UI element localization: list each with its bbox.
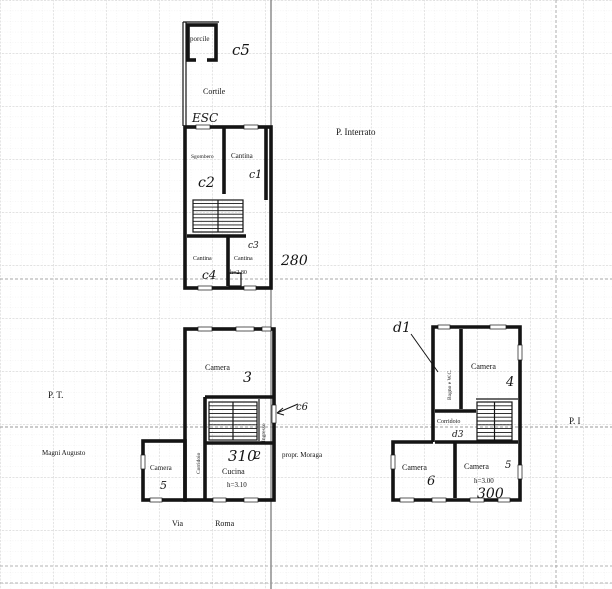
mark-cucina-2: 2 (253, 449, 261, 462)
first-floor-plan: d1 Bagno e W.C. Camera 4 Corridoio d3 Ca… (390, 320, 581, 503)
floor-title-ground: P. T. (48, 390, 63, 400)
label-cortile: Cortile (203, 87, 226, 96)
mark-camera-4: 4 (505, 375, 514, 390)
mark-d1: d1 (393, 320, 411, 336)
window (431, 497, 447, 503)
ground-floor-stairs (208, 401, 258, 441)
door (271, 404, 277, 424)
label-height-first: h=3.00 (474, 477, 494, 485)
label-cucina: Cucina (222, 467, 245, 476)
floor-title-first: P. I (569, 416, 581, 426)
label-neighbor-right: propr. Moraga (282, 451, 323, 459)
first-floor-stairs (476, 401, 513, 441)
window (261, 326, 272, 332)
basement-stairs (192, 199, 244, 233)
label-camera-annex: Camera (150, 464, 173, 472)
label-camera-6: Camera (402, 463, 427, 472)
window (140, 454, 146, 470)
annotation-arrow (410, 333, 439, 373)
window (235, 326, 255, 332)
label-street: Via Roma (172, 519, 235, 528)
ground-floor-plan: P. T. Camera 3 Ingresso c6 Corridoio Mag… (42, 326, 323, 528)
label-height-basement: h=2.80 (230, 270, 247, 276)
window (469, 497, 485, 503)
window (517, 464, 523, 480)
mark-d3: d3 (452, 430, 464, 440)
annotation-arrow (276, 403, 299, 416)
label-camera-main: Camera (205, 363, 230, 372)
label-camera-4: Camera (471, 362, 496, 371)
label-ingresso: Ingresso (261, 423, 267, 442)
window (399, 497, 415, 503)
label-porcile: porcile (190, 35, 209, 43)
label-corridoio-ground: Corridoio (196, 452, 202, 474)
annex-walls (141, 439, 187, 502)
mark-c1: c1 (249, 168, 262, 181)
mark-esc: ESC (191, 111, 218, 125)
mark-c6: c6 (296, 402, 309, 413)
window (212, 497, 227, 503)
mark-dim-280: 280 (280, 253, 308, 269)
first-outer-walls (391, 325, 522, 502)
closet (228, 272, 242, 287)
window (243, 497, 259, 503)
window (197, 326, 213, 332)
window (149, 497, 163, 503)
mark-c5: c5 (232, 41, 250, 59)
label-cantina-top: Cantina (231, 152, 254, 160)
label-camera-5: Camera (464, 462, 489, 471)
mark-camera-3: 3 (243, 370, 252, 386)
label-height-ground: h=3.10 (227, 481, 247, 489)
window (243, 124, 259, 130)
label-corridoio-first: Corridoio (437, 419, 460, 425)
porcile-door (196, 58, 207, 63)
label-cantina-bottom-right: Cantina (234, 256, 253, 262)
window (243, 285, 257, 291)
mark-c2: c2 (198, 175, 215, 191)
window (497, 497, 511, 503)
window (489, 324, 507, 330)
mark-dim-310: 310 (228, 447, 257, 465)
window (195, 124, 211, 130)
mark-c4: c4 (202, 268, 216, 282)
label-neighbor-left: Magni Augusto (42, 449, 86, 457)
window (437, 324, 451, 330)
label-cantina-bottom-left: Cantina (193, 256, 212, 262)
basement-plan: porcile c5 Cortile ESC P. Interrato Sgom… (182, 21, 376, 291)
basement-outer-walls (183, 125, 273, 290)
floor-title-basement: P. Interrato (336, 127, 376, 137)
mark-dim-300: 300 (477, 486, 504, 502)
mark-camera-annex: 5 (160, 479, 167, 492)
window (197, 285, 213, 291)
mark-camera-6: 6 (427, 474, 435, 489)
label-sgombero: Sgombero (191, 154, 214, 160)
window (390, 454, 396, 470)
mark-c3: c3 (248, 241, 259, 251)
mark-camera-5: 5 (505, 460, 511, 471)
window (517, 344, 523, 361)
label-bagno: Bagno e W.C. (447, 369, 453, 400)
